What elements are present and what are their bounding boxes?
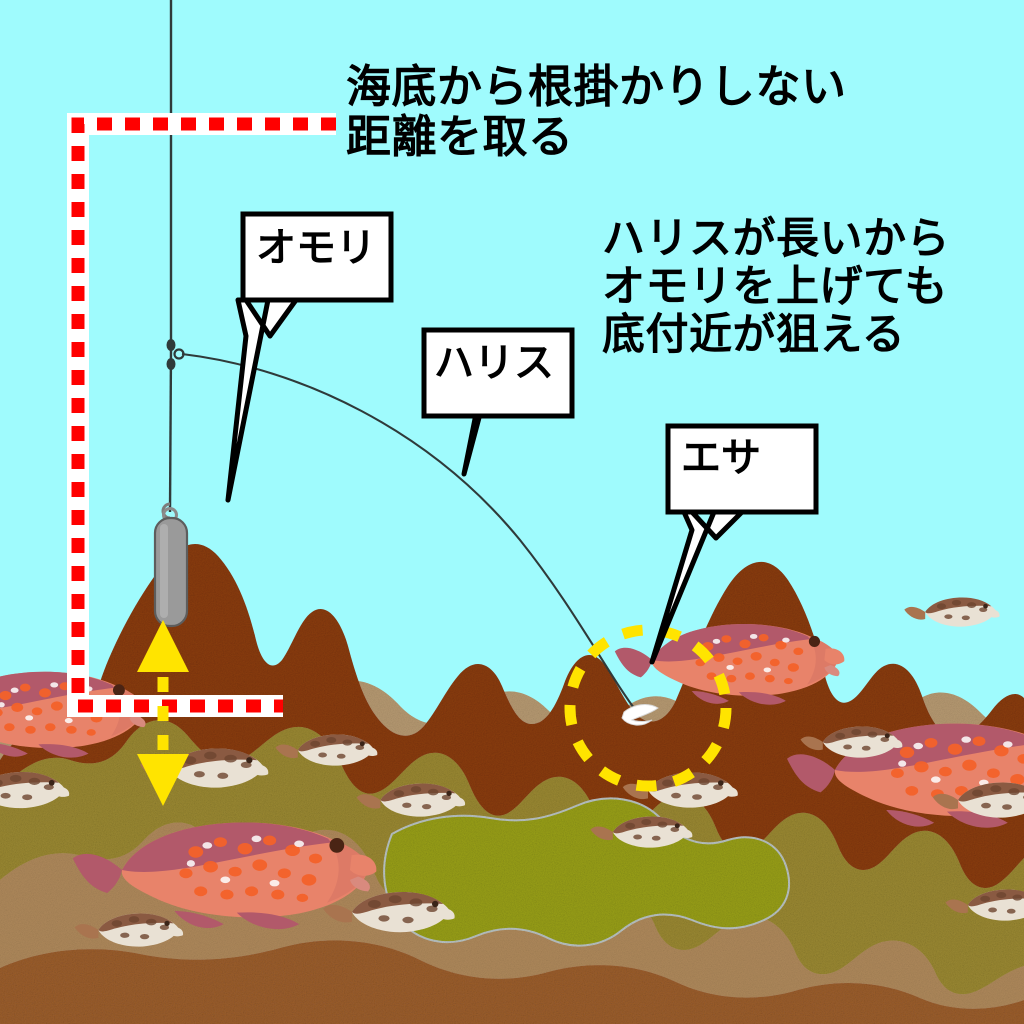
main-line-lower	[168, 349, 173, 513]
callout-omori-tail	[225, 297, 299, 503]
bait	[621, 704, 659, 726]
callout-label-esa: エサ	[681, 435, 761, 481]
clearance-arrow-head-down	[137, 754, 189, 806]
callout-label-omori: オモリ	[256, 225, 376, 271]
note-right-text: ハリスが長いから オモリを上げても 底付近が狙える	[602, 214, 950, 361]
callout-omori-box	[240, 211, 394, 303]
callout-esa-tail	[649, 509, 745, 665]
swivel	[166, 339, 185, 370]
sinker	[153, 502, 189, 628]
algae-patch	[383, 797, 790, 947]
callout-label-harisu: ハリス	[434, 340, 554, 386]
callout-esa-box	[665, 423, 819, 515]
note-top-text: 海底から根掛かりしない 距離を取る	[346, 60, 847, 164]
measure-bracket	[67, 113, 336, 717]
callout-harisu[interactable]	[421, 327, 575, 477]
seabed-foreground-base	[0, 940, 1024, 1024]
callout-harisu-tail	[461, 411, 495, 477]
bait-highlight-circle	[564, 624, 732, 792]
callout-harisu-box	[421, 327, 575, 419]
clearance-arrow	[137, 620, 189, 806]
leader-line	[181, 352, 641, 717]
callout-esa[interactable]	[649, 423, 819, 665]
clearance-arrow-head-up	[137, 620, 189, 672]
callout-omori[interactable]	[225, 211, 394, 503]
